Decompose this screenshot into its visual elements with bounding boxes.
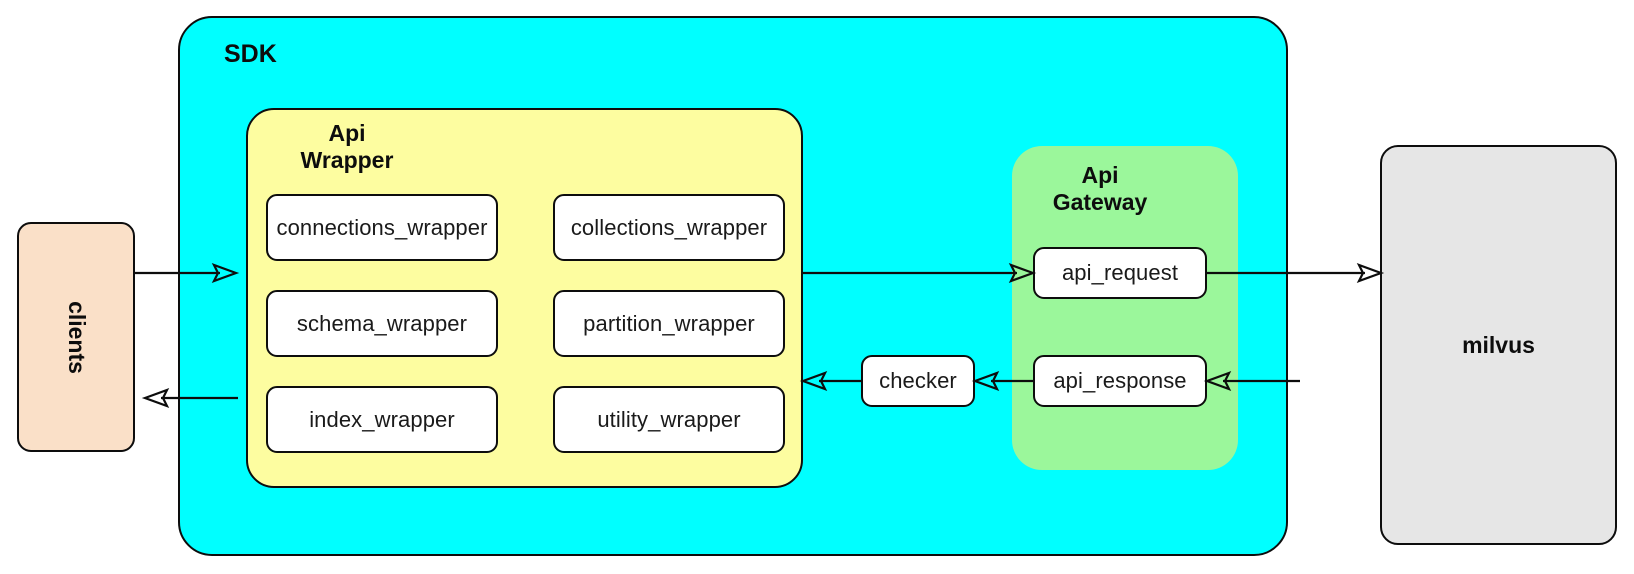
node-connections-wrapper-label: connections_wrapper [276,214,488,240]
node-milvus[interactable]: milvus [1380,145,1617,545]
node-schema-wrapper[interactable]: schema_wrapper [266,290,498,357]
region-api-wrapper-label: Api Wrapper [300,120,394,174]
node-api-request-label: api_request [1061,260,1179,285]
node-checker[interactable]: checker [861,355,975,407]
node-milvus-label: milvus [1462,331,1535,358]
node-partition-wrapper[interactable]: partition_wrapper [553,290,785,357]
node-connections-wrapper[interactable]: connections_wrapper [266,194,498,261]
node-utility-wrapper[interactable]: utility_wrapper [553,386,785,453]
node-index-wrapper-label: index_wrapper [309,406,455,432]
node-checker-label: checker [879,368,957,393]
node-collections-wrapper-label: collections_wrapper [570,214,768,240]
node-collections-wrapper[interactable]: collections_wrapper [553,194,785,261]
node-api-response[interactable]: api_response [1033,355,1207,407]
node-clients[interactable]: clients [17,222,135,452]
node-api-response-label: api_response [1053,368,1187,393]
node-partition-wrapper-label: partition_wrapper [583,310,755,336]
region-api-gateway-label: Api Gateway [1052,162,1148,216]
node-index-wrapper[interactable]: index_wrapper [266,386,498,453]
node-api-request[interactable]: api_request [1033,247,1207,299]
region-api-gateway: Api Gateway [1012,146,1238,470]
node-clients-label: clients [63,300,90,374]
node-schema-wrapper-label: schema_wrapper [296,310,468,336]
node-utility-wrapper-label: utility_wrapper [597,406,741,432]
region-sdk-label: SDK [224,40,277,68]
